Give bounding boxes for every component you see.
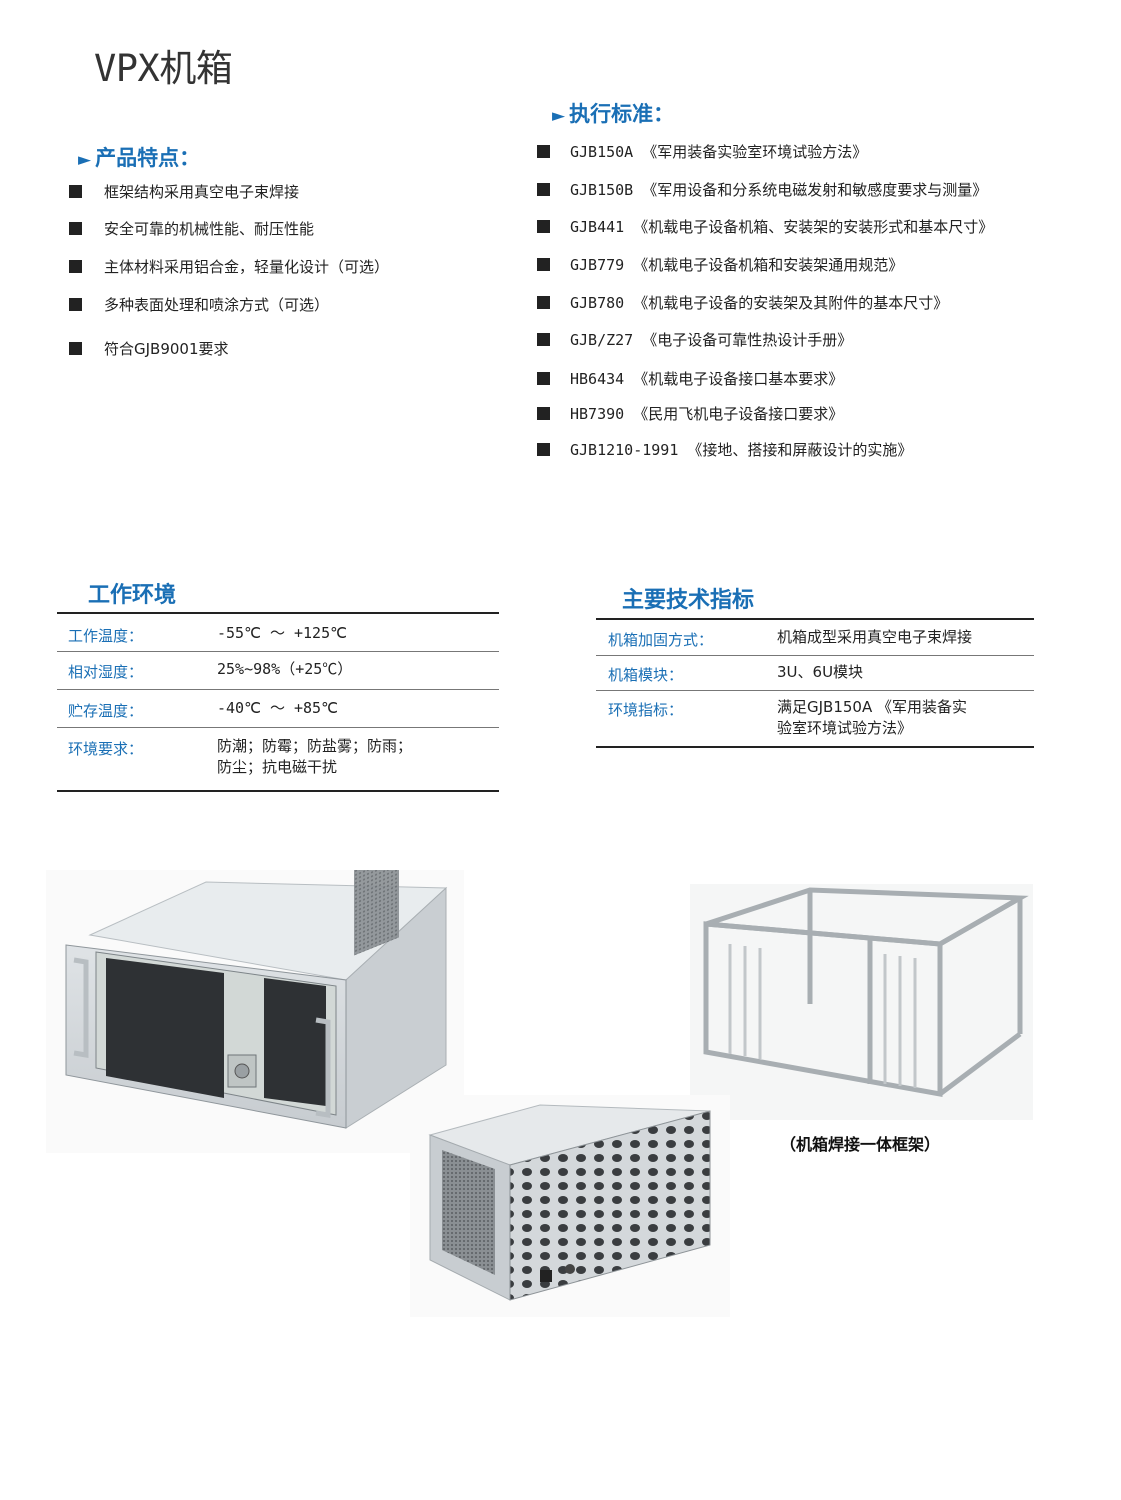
table-row: 环境要求： 防潮；防霉；防盐雾；防雨； 防尘；抗电磁干扰 [68, 737, 413, 776]
square-bullet-icon [537, 145, 550, 158]
standards-heading-text: 执行标准： [569, 102, 675, 126]
list-item: 多种表面处理和喷涂方式（可选） [69, 294, 329, 315]
list-item: 主体材料采用铝合金，轻量化设计（可选） [69, 256, 389, 277]
square-bullet-icon [69, 185, 82, 198]
list-item: GJB/Z27 《电子设备可靠性热设计手册》 [537, 329, 852, 350]
list-item: 符合GJB9001要求 [69, 338, 229, 359]
square-bullet-icon [537, 220, 550, 233]
list-item: 框架结构采用真空电子束焊接 [69, 181, 299, 202]
square-bullet-icon [537, 407, 550, 420]
list-item: HB6434 《机载电子设备接口基本要求》 [537, 368, 843, 389]
play-triangle-icon: ► [78, 150, 92, 170]
chassis-rear-image [410, 1095, 730, 1317]
specs-table: 机箱加固方式： 机箱成型采用真空电子束焊接 机箱模块： 3U、6U模块 环境指标… [596, 618, 1034, 748]
chassis-front-image [46, 870, 464, 1153]
list-item: GJB150A 《军用装备实验室环境试验方法》 [537, 141, 867, 162]
square-bullet-icon [537, 183, 550, 196]
table-row: 机箱模块： 3U、6U模块 [596, 656, 1034, 691]
list-item: 安全可靠的机械性能、耐压性能 [69, 218, 314, 239]
square-bullet-icon [69, 342, 82, 355]
square-bullet-icon [69, 260, 82, 273]
chassis-front-drawing [65, 870, 448, 1129]
list-item: GJB150B 《军用设备和分系统电磁发射和敏感度要求与测量》 [537, 179, 987, 200]
features-heading: ►产品特点： [78, 142, 200, 172]
list-item: GJB779 《机载电子设备机箱和安装架通用规范》 [537, 254, 903, 275]
specs-title: 主要技术指标 [622, 588, 755, 613]
table-row: 机箱加固方式： 机箱成型采用真空电子束焊接 [596, 620, 1034, 656]
play-triangle-icon: ► [552, 106, 566, 126]
standards-heading: ►执行标准： [552, 98, 674, 128]
chassis-frame-drawing [703, 887, 1029, 1097]
list-item: GJB441 《机载电子设备机箱、安装架的安装形式和基本尺寸》 [537, 216, 993, 237]
square-bullet-icon [69, 298, 82, 311]
table-row: 相对湿度： 25%~98%（+25℃） [57, 652, 499, 690]
list-item: HB7390 《民用飞机电子设备接口要求》 [537, 403, 843, 424]
square-bullet-icon [537, 372, 550, 385]
square-bullet-icon [537, 296, 550, 309]
square-bullet-icon [69, 222, 82, 235]
chassis-frame-image [690, 884, 1033, 1120]
chassis-rear-drawing [428, 1104, 711, 1301]
square-bullet-icon [537, 443, 550, 456]
frame-caption: （机箱焊接一体框架） [780, 1135, 941, 1154]
list-item: GJB780 《机载电子设备的安装架及其附件的基本尺寸》 [537, 292, 948, 313]
square-bullet-icon [537, 258, 550, 271]
table-row: 工作温度： -55℃ ～ +125℃ [57, 614, 499, 652]
list-item: GJB1210-1991 《接地、搭接和屏蔽设计的实施》 [537, 439, 912, 460]
environment-table: 工作温度： -55℃ ～ +125℃ 相对湿度： 25%~98%（+25℃） 贮… [57, 612, 499, 792]
environment-title: 工作环境 [88, 583, 177, 608]
features-heading-text: 产品特点： [95, 146, 201, 170]
table-row: 贮存温度： -40℃ ～ +85℃ [57, 690, 499, 728]
square-bullet-icon [537, 333, 550, 346]
page-title: VPX机箱 [94, 47, 233, 90]
table-row: 环境指标： 满足GJB150A 《军用装备实 验室环境试验方法》 [608, 698, 967, 737]
